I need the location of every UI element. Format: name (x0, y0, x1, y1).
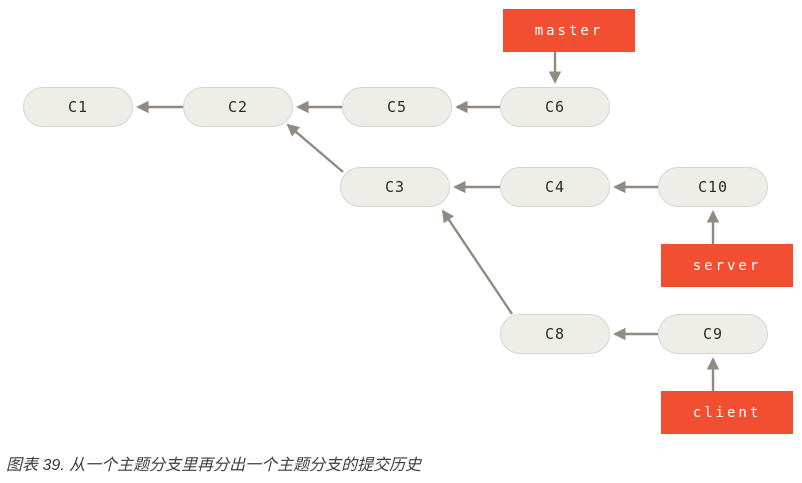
commit-node-c5: C5 (342, 87, 452, 127)
branch-label-master: master (503, 9, 635, 52)
commit-label: C6 (544, 98, 566, 116)
commit-node-c8: C8 (500, 314, 610, 354)
commit-node-c10: C10 (658, 167, 768, 207)
figure-caption: 图表 39. 从一个主题分支里再分出一个主题分支的提交历史 (6, 457, 422, 474)
commit-node-c9: C9 (658, 314, 768, 354)
branch-label-client: client (661, 391, 793, 434)
commit-label: C10 (697, 178, 729, 196)
branch-label-server: server (661, 244, 793, 287)
arrow-C3-to-C2 (286, 123, 344, 173)
commit-label: C2 (227, 98, 249, 116)
commit-node-c1: C1 (23, 87, 133, 127)
commit-node-c2: C2 (183, 87, 293, 127)
branch-name: client (692, 404, 762, 421)
commit-label: C4 (544, 178, 566, 196)
commit-label: C8 (544, 325, 566, 343)
commit-node-c3: C3 (340, 167, 450, 207)
commit-label: C5 (386, 98, 408, 116)
arrow-C8-to-C3 (441, 209, 513, 315)
commit-label: C9 (702, 325, 724, 343)
branch-name: server (692, 257, 762, 274)
commit-label: C3 (384, 178, 406, 196)
commit-node-c6: C6 (500, 87, 610, 127)
commit-label: C1 (67, 98, 89, 116)
branch-name: master (534, 22, 604, 39)
commit-node-c4: C4 (500, 167, 610, 207)
